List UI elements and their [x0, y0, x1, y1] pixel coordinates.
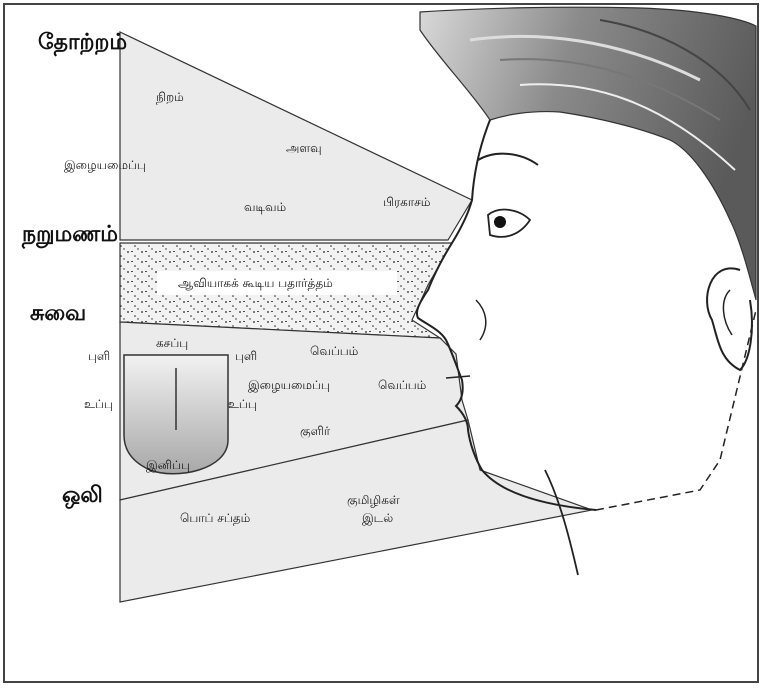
label-volatile-substance: ஆவியாகக் கூடிய பதார்த்தம்: [178, 277, 333, 289]
heading-sound: ஒலி: [62, 484, 103, 506]
label-mouthfeel: இழையமைப்பு: [248, 379, 330, 391]
label-salt-left: உப்பு: [84, 398, 113, 410]
label-cold: குளிர்: [300, 425, 330, 437]
label-heat-top: வெப்பம்: [310, 345, 358, 357]
heading-taste: சுவை: [30, 302, 86, 324]
label-heat-right: வெப்பம்: [378, 379, 426, 391]
heading-smell: நறுமணம்: [22, 223, 118, 245]
label-brightness: பிரகாசம்: [383, 196, 430, 208]
label-pop-sound: பொப் சப்தம்: [180, 512, 250, 524]
label-texture: இழையமைப்பு: [64, 159, 146, 171]
label-sour-right: புளி: [235, 350, 257, 362]
label-colour: நிறம்: [156, 91, 184, 103]
label-sweet: இனிப்பு: [146, 459, 190, 471]
label-bubbles: குமிழிகள்: [347, 494, 400, 506]
label-bursting: இடல்: [362, 512, 393, 524]
label-bitter: கசப்பு: [156, 337, 188, 349]
label-sour-left: புளி: [88, 350, 110, 362]
label-salt-right: உப்பு: [228, 398, 257, 410]
label-shape: வடிவம்: [244, 201, 286, 213]
label-size: அளவு: [286, 142, 322, 154]
border-frame: [3, 3, 759, 683]
heading-appearance: தோற்றம்: [38, 31, 127, 53]
